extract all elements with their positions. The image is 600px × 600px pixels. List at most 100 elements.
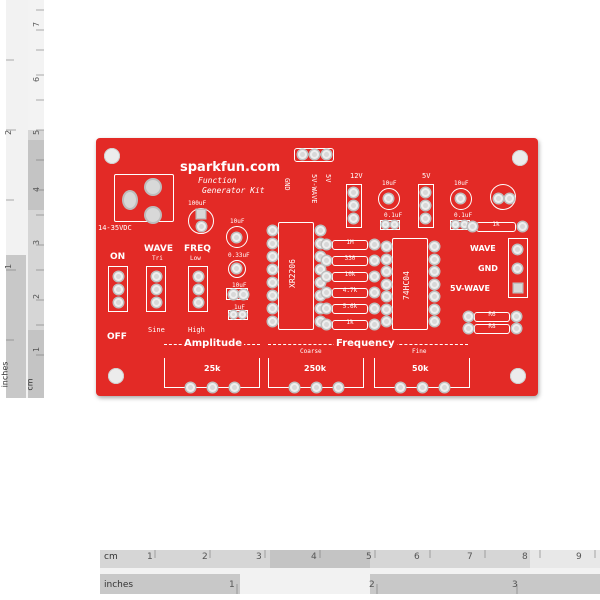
power-jack-pad [146,208,160,222]
reg-5v-outline [418,184,434,228]
cap-pad [382,221,389,228]
hruler-cm-3: 3 [256,552,262,562]
ic-pin-pad [316,304,325,313]
mounting-hole-top-left [104,148,120,164]
reg-pad [349,188,358,197]
resistor-10k: 10k [332,271,368,282]
board-title-line1: Function [198,176,237,185]
mounting-hole-top-right [512,150,528,166]
cap-10uf-b-label: 10uF [232,282,247,289]
cap-pad [239,311,246,318]
hruler-cm-2: 2 [202,552,208,562]
pot-pad [396,383,405,392]
resistor-pad [512,312,521,321]
cap-pad [197,210,205,218]
resistor-value: 1M [346,239,354,246]
cap-1uf-label: 1uF [234,304,245,311]
pot-pad [334,383,343,392]
cap-100uf-outline [188,208,214,234]
wave-sine-label: Sine [148,326,165,334]
hruler-cm-label: cm [104,552,118,562]
switch-pad [152,272,161,281]
ic-pin-pad [316,239,325,248]
resistor-r8: R8 [474,323,510,334]
resistor-pad [370,272,379,281]
ic-pin-pad [382,254,391,264]
resistor-pad [322,304,331,313]
ic-pin-pad [430,304,439,314]
ic-pin-pad [316,265,325,274]
pcb-board: GND 5V-WAVE 5V sparkfun.com Function Gen… [96,138,538,396]
hruler-inch-label: inches [104,580,134,590]
hruler-cm-9: 9 [576,552,582,562]
resistor-pad [322,240,331,249]
ic-pin-pad [382,242,391,251]
ic-pin-pad [268,291,277,300]
vruler-cm-3: 3 [32,239,42,246]
cap-pad [232,264,241,273]
cap-pad [384,194,393,203]
vruler-inch-label: inches [0,361,10,388]
ic-pin-pad [430,317,439,326]
pot-25k-label: 25k [204,364,221,373]
cap-pad [229,290,238,299]
horizontal-ruler [100,550,600,594]
coarse-label: Coarse [300,348,322,355]
power-jack-outline [114,174,174,222]
cap-10uf-c-label: 10uF [382,180,397,187]
freq-low-label: Low [190,255,201,262]
pot-pad [186,383,195,392]
reg-pad [421,188,430,197]
brand-logo-text: sparkfun.com [180,160,281,175]
ic-pin-pad [268,265,277,274]
resistor-value: 10k [344,271,356,278]
cap-033uf-label: 0.33uF [228,252,250,259]
vruler-inch-2: 2 [4,129,14,136]
reg-pad [349,214,358,223]
hruler-cm-4: 4 [311,552,317,562]
ic-74hc04-outline [392,238,428,330]
ic-pin-pad [268,317,277,326]
switch-pad [194,298,203,307]
cap-10uf-a-outline [226,226,248,248]
cap-pad [452,221,459,228]
resistor-value: 4.7k [342,287,358,294]
pot-50k-label: 50k [412,364,429,373]
ic-pin-pad [316,291,325,300]
wave-switch-label: WAVE [144,244,173,254]
switch-pad [194,285,203,294]
freq-switch-outline [188,266,208,312]
cap-pad [197,222,206,231]
cap-100uf-label: 100uF [188,200,207,207]
resistor-pad [370,304,379,313]
ic-pin-pad [382,267,391,276]
power-jack-pad [146,180,160,194]
board-title-line2: Generator Kit [202,186,265,195]
resistor-1k: 1k [332,319,368,330]
resistor-pad [370,320,379,329]
resistor-value: 1k [492,221,500,228]
ic-pin-pad [430,242,439,251]
ic-xr2206-outline [278,222,314,330]
vruler-cm-1: 1 [32,346,42,353]
ic-pin-pad [268,278,277,287]
hruler-inch-2: 2 [369,580,375,590]
cap-10uf-d-outline [450,188,472,210]
vruler-cm-label: cm [25,378,35,391]
resistor-pad [512,324,521,333]
ic-pin-pad [382,292,391,301]
ic-pin-pad [316,317,325,326]
resistor-pad [464,324,473,333]
ic-pin-pad [430,292,439,301]
vruler-cm-7: 7 [32,21,42,28]
freq-high-label: High [188,326,205,334]
ic-pin-pad [316,252,325,261]
ic-pin-pad [382,279,391,289]
vruler-inch-1: 1 [4,263,14,270]
header-pad [298,150,307,159]
hruler-cm-7: 7 [467,552,473,562]
reg-pad [421,214,430,223]
ic-pin-pad [382,304,391,314]
freq-switch-label: FREQ [184,244,211,254]
resistor-pad [468,222,477,231]
